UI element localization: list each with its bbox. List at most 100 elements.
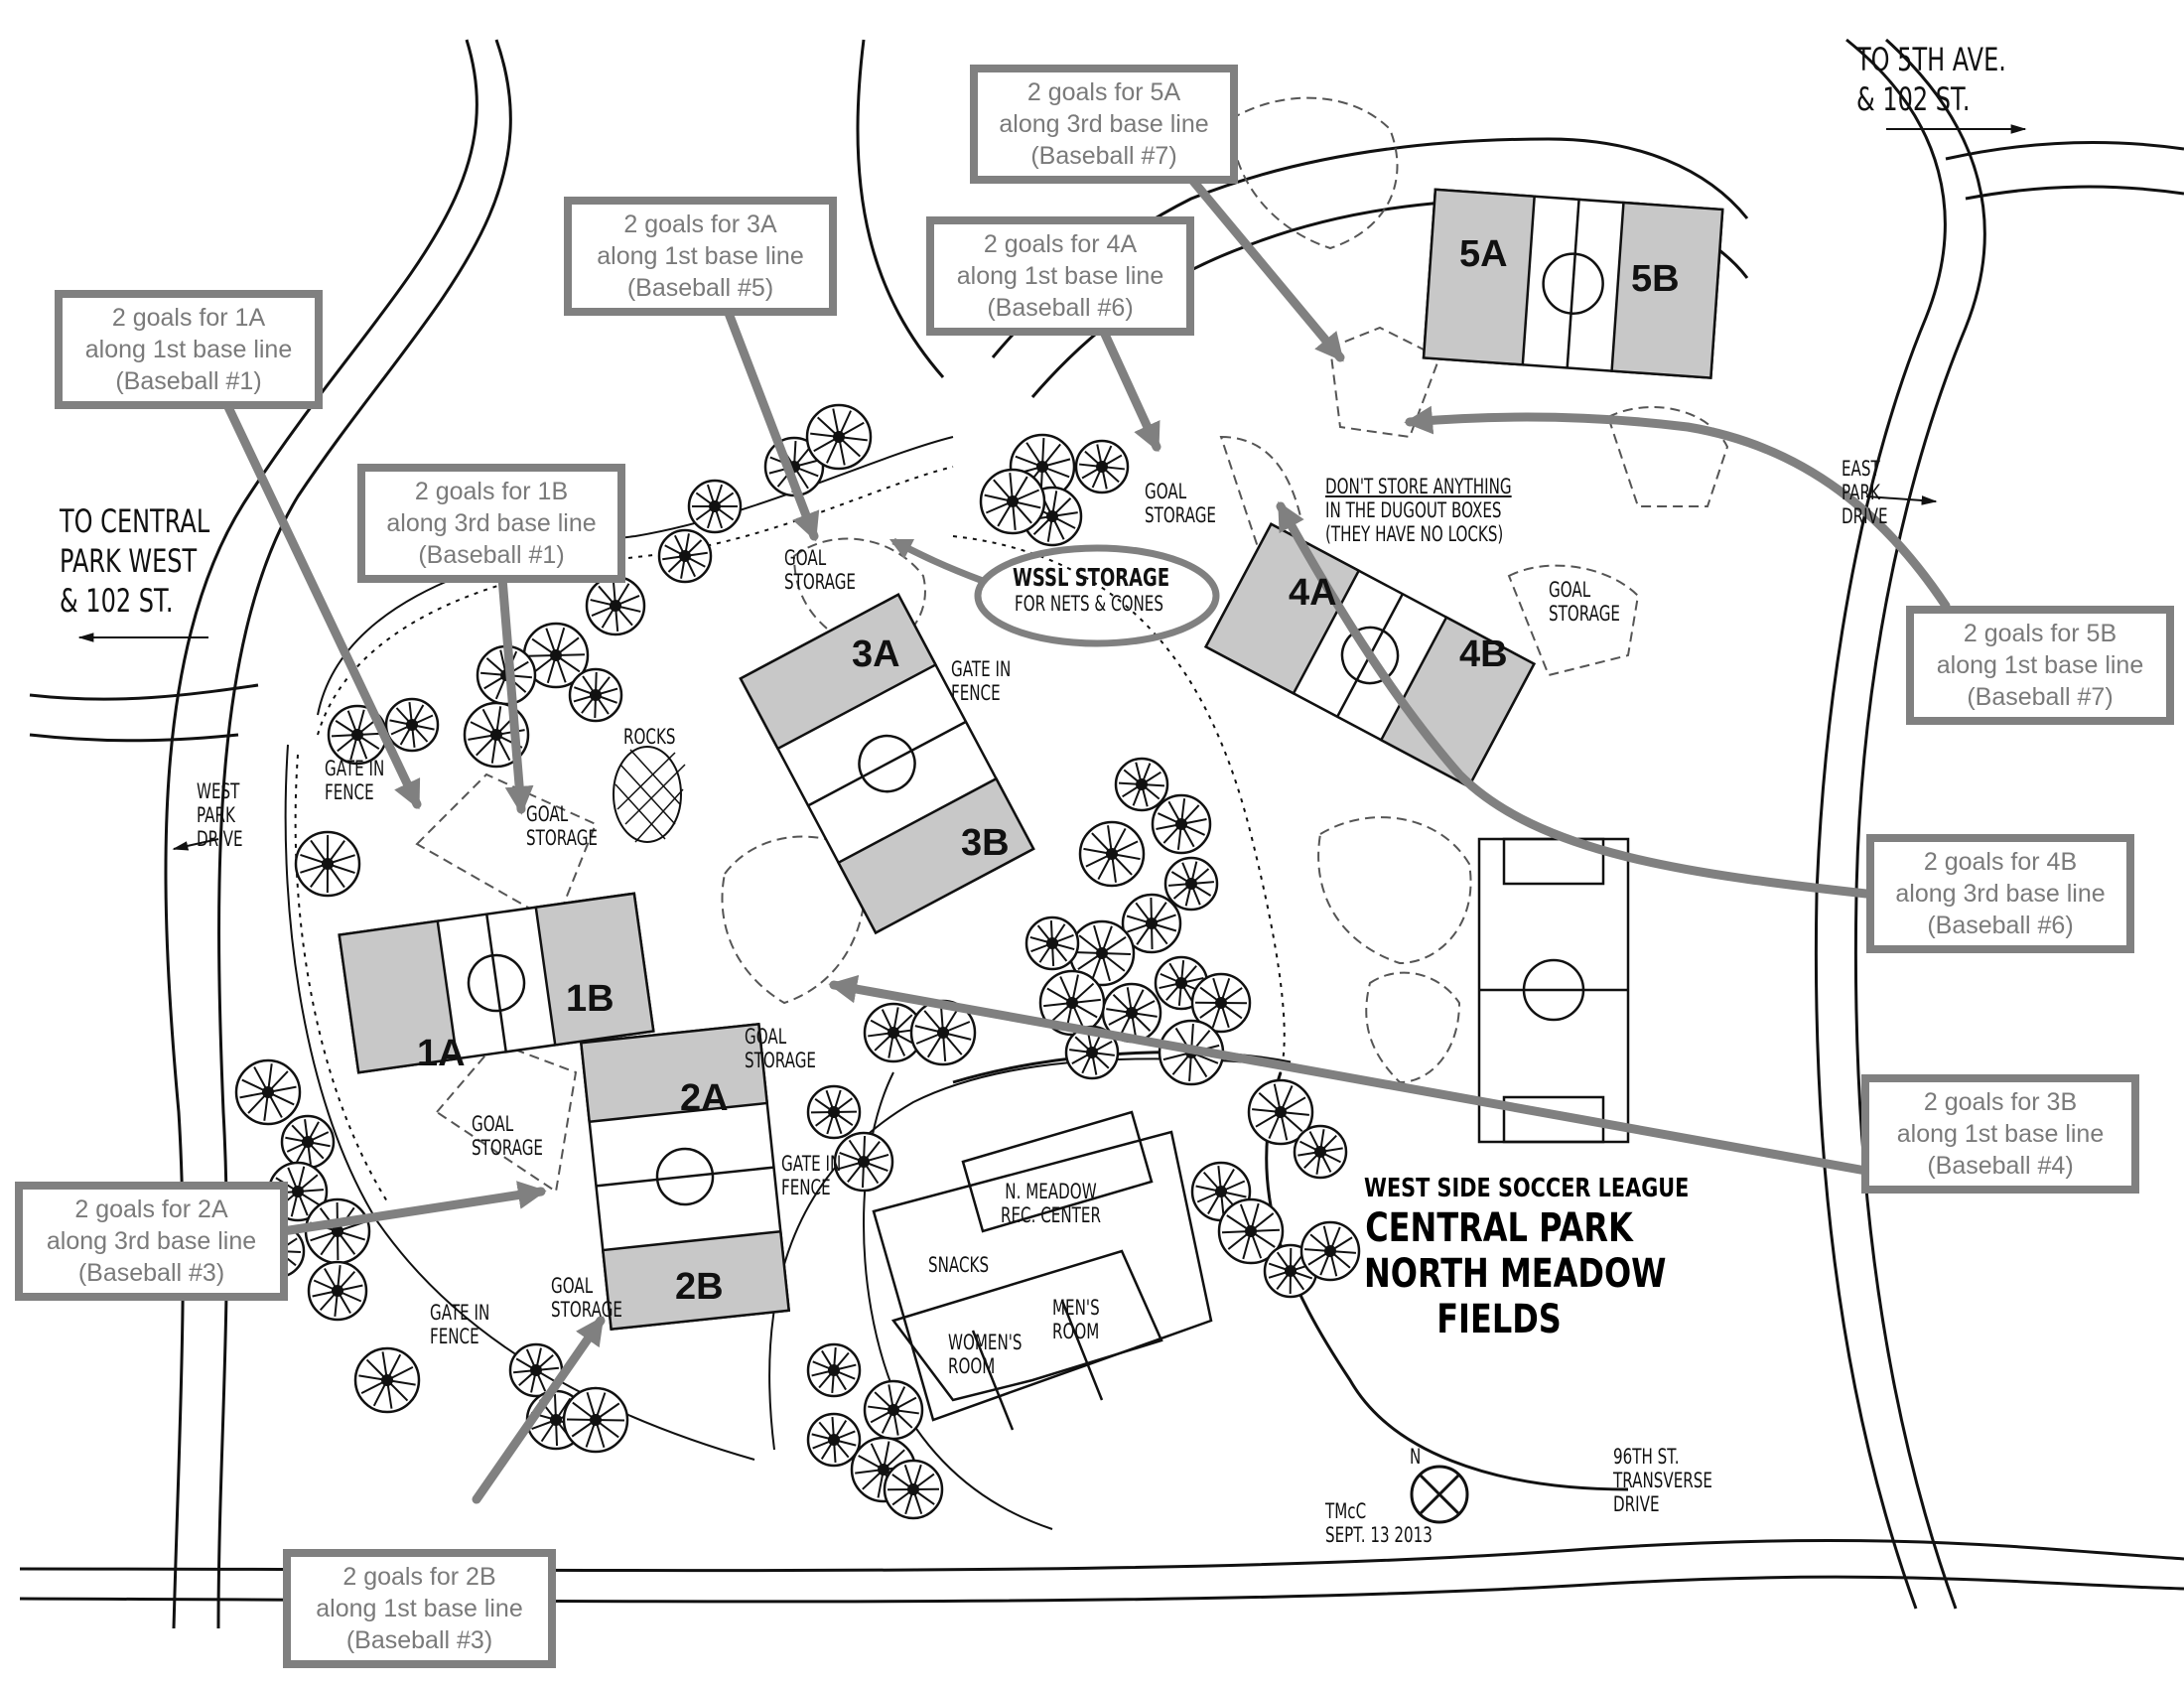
tree-icon [280,1114,336,1170]
soccer-fields [338,188,1724,1331]
field-label-2b: 2B [675,1266,724,1308]
tree-icon [353,1346,421,1414]
map-title: WEST SIDE SOCCER LEAGUE CENTRAL PARK NOR… [1364,1172,1690,1342]
tree-icon [883,1459,944,1520]
tree-icon [806,1342,862,1398]
field-label-3b: 3B [961,822,1010,864]
tree-icon [294,830,361,898]
tree-icon [562,1386,629,1454]
north-label: N [1410,1445,1422,1469]
tree-icon [1299,1220,1361,1282]
field-2-pitch [579,1023,791,1331]
title-line-3: FIELDS [1436,1297,1562,1342]
baseball-diamonds [415,96,1729,1194]
wssl-storage-marker [888,537,1220,647]
title-line-1: CENTRAL PARK [1365,1205,1633,1251]
field-label-4a: 4A [1289,572,1337,614]
wssl-storage-label: WSSL STORAGE [1013,563,1170,592]
tree-icon [1078,820,1146,888]
rec-center-label: N. MEADOW REC. CENTER [1001,1180,1101,1227]
tree-icon [1293,1124,1348,1180]
tree-icon [805,403,873,471]
tree-icon [1190,972,1252,1034]
wssl-storage-sublabel: FOR NETS & CONES [1015,592,1163,616]
tree-icon [1151,793,1212,855]
tree-icon [234,1058,302,1126]
callout-arrows [223,174,1951,1504]
field-5-pitch [1422,188,1724,379]
tree-icon [1064,1025,1120,1080]
field-3-pitch [739,593,1035,935]
road-label-96th-transverse: 96TH ST. TRANSVERSE DRIVE [1613,1445,1712,1516]
road-label-east-park-drive: EAST PARK DRIVE [1842,457,1888,528]
tree-icon [687,479,743,534]
field-label-2a: 2A [680,1077,729,1119]
tree-icon [833,1131,894,1193]
tree-icon [1068,919,1136,987]
tree-icon [384,697,440,753]
field-label-5b: 5B [1631,258,1680,300]
tree-icon [1121,893,1182,954]
league-name: WEST SIDE SOCCER LEAGUE [1364,1174,1690,1203]
tree-icon [1101,982,1162,1044]
large-pitch [1477,837,1630,1144]
title-line-2: NORTH MEADOW [1364,1251,1667,1297]
field-label-4b: 4B [1459,633,1508,675]
tree-icon [806,1412,862,1468]
tree-icon [585,575,646,636]
road-label-central-park-west: TO CENTRAL PARK WEST & 102 ST. [60,502,210,620]
field-label-1b: 1B [566,978,614,1020]
dugout-warning-label: DON'T STORE ANYTHING IN THE DUGOUT BOXES… [1325,475,1512,546]
tree-icon [863,1379,924,1441]
tree-icon [568,667,623,723]
tree-icon [1163,856,1219,912]
rocks-label: ROCKS [623,725,676,749]
rocks [613,746,686,843]
tree-icon [806,1084,862,1140]
tree-icon [304,1197,371,1265]
credit-label: TMcC SEPT. 13 2013 [1325,1499,1433,1547]
rec-center-building [872,1110,1213,1431]
north-compass [1410,1465,1469,1524]
tree-icon [327,704,388,766]
tree-icon [522,622,590,689]
trees [234,403,1361,1520]
field-label-1a: 1A [417,1033,466,1074]
tree-icon [1074,439,1130,494]
tree-icon [979,468,1046,535]
snacks-label: SNACKS [928,1253,990,1277]
tree-icon [657,528,713,584]
field-label-5a: 5A [1459,233,1508,275]
road-label-west-park-drive: WEST PARK DRIVE [197,779,243,851]
tree-icon [1217,1197,1285,1265]
field-1-pitch [338,892,655,1074]
road-arrows [77,124,2027,851]
tree-icon [1024,915,1080,971]
road-label-5th-ave: TO 5TH AVE. & 102 ST. [1856,41,2006,118]
field-label-3a: 3A [852,633,900,675]
tree-icon [1247,1078,1314,1146]
tree-icon [508,1342,564,1398]
tree-icon [307,1260,368,1322]
